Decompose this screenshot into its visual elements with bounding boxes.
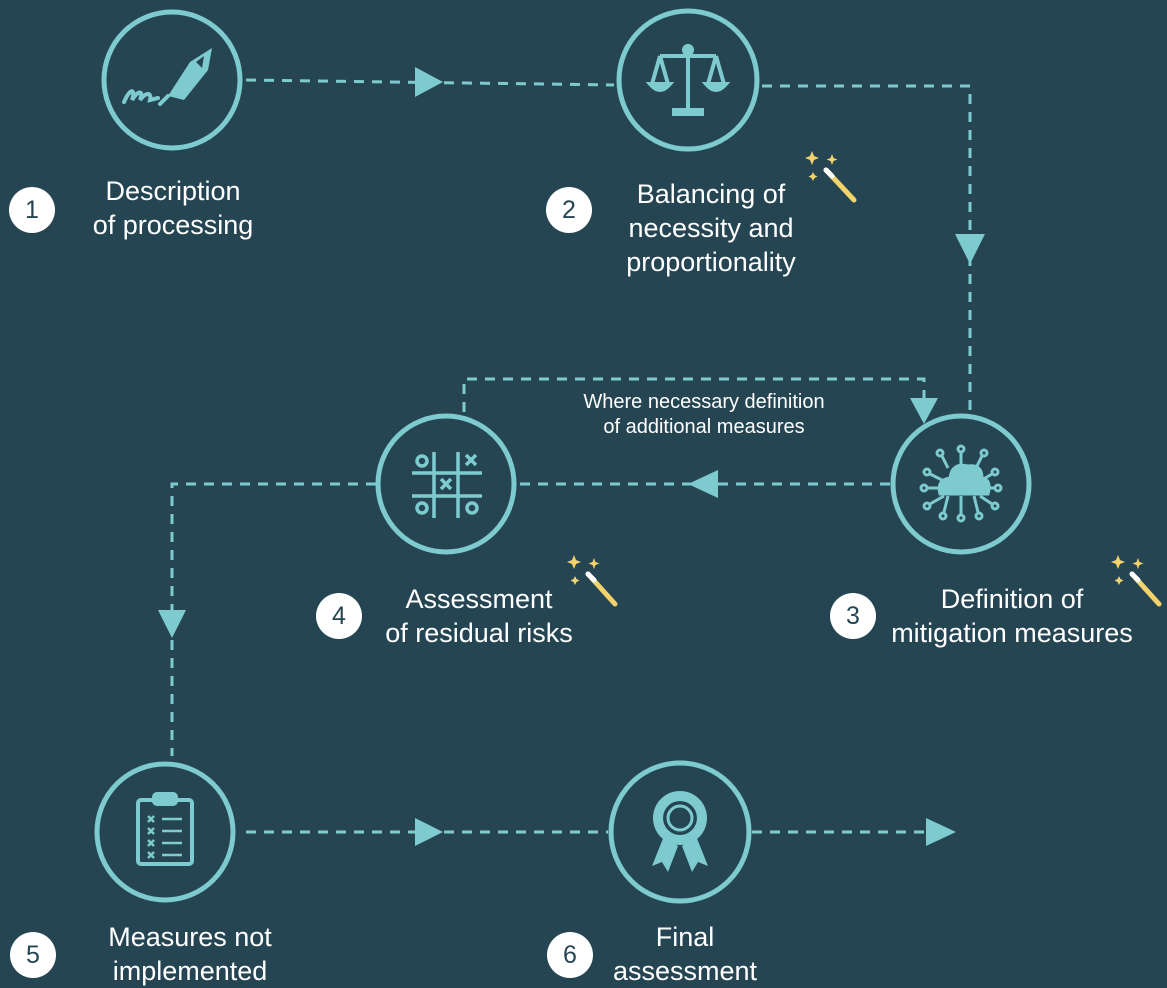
arrowhead-down [910,398,938,424]
step-5-circle [94,761,236,903]
arrowhead-right [926,818,956,846]
step-4-label: Assessment of residual risks [366,582,592,650]
loop-note: Where necessary definition of additional… [544,390,864,440]
step-4-circle [375,413,517,555]
step-2-label: Balancing of necessity and proportionali… [600,177,822,279]
award-ribbon-icon [652,791,708,872]
step-6-label-line: Final [655,922,715,952]
step-5-label-line: Measures not [108,922,272,952]
cloud-network-icon [919,444,1003,523]
signature-pen-icon [122,48,212,106]
step-2-circle [616,8,760,152]
step-4-label-line: Assessment [405,584,553,614]
clipboard-checklist-icon [136,792,194,866]
connector-2-to-3 [762,84,972,410]
arrowhead-down [158,610,186,638]
step-3-circle [890,413,1032,555]
loop-note-line: Where necessary definition [583,391,825,413]
step-6-label-line: assessment [612,956,758,986]
magic-wand-icon [567,555,618,607]
connector-4-to-5 [170,482,376,756]
tic-tac-toe-icon [412,452,482,518]
step-5-label-line: implemented [112,956,268,986]
step-2-label-line: proportionality [626,247,796,277]
step-6-circle [608,760,752,904]
step-1-label-line: Description [105,176,241,206]
arrowhead-left [688,470,718,498]
step-3-number-badge: 3 [830,593,876,639]
step-6-label: Final assessment [590,920,780,988]
magic-wand-icon [805,151,857,203]
step-4-label-line: of residual risks [385,618,573,648]
step-5-label: Measures not implemented [80,920,300,988]
step-6-number-badge: 6 [547,932,593,978]
step-1-label: Description of processing [73,174,273,242]
loop-note-line: of additional measures [603,416,805,438]
arrowhead-down [955,234,985,264]
step-2-number-badge: 2 [546,187,592,233]
step-3-label-line: mitigation measures [891,618,1133,648]
step-4-number-badge: 4 [316,593,362,639]
magic-wand-icon [1111,555,1162,607]
balance-scale-icon [645,44,731,116]
step-5-number-badge: 5 [10,932,56,978]
step-3-label: Definition of mitigation measures [872,582,1152,650]
step-2-label-line: Balancing of [636,179,786,209]
arrowhead-right [415,818,443,846]
step-3-label-line: Definition of [940,584,1084,614]
step-1-number-badge: 1 [9,187,55,233]
step-1-circle [101,9,243,151]
step-2-label-line: necessity and [628,213,794,243]
step-1-label-line: of processing [92,210,254,240]
arrowhead-right [415,67,443,97]
connector-loop-4-to-3 [462,377,926,412]
